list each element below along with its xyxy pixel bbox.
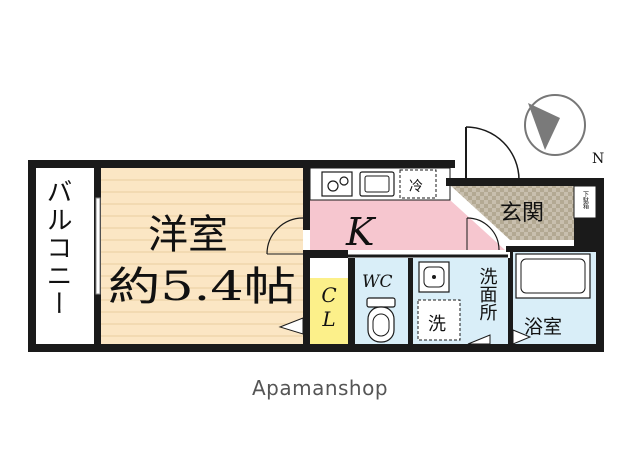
entrance-door	[465, 126, 520, 181]
kitchen-floor	[310, 200, 505, 250]
shoe-box	[573, 185, 597, 219]
bathtub-icon	[515, 253, 591, 299]
washbasin-icon	[418, 261, 450, 293]
washroom-door	[467, 334, 491, 345]
balcony-window	[95, 197, 101, 295]
toilet-label: WC	[362, 272, 392, 292]
kitchen-label: K	[345, 210, 377, 254]
western-room-door	[266, 217, 304, 255]
toilet-icon	[366, 297, 396, 343]
shoe-box-label: 下駄箱	[582, 191, 589, 210]
sink-icon	[359, 171, 395, 197]
bathroom-door	[512, 329, 532, 345]
refrigerator-label: 冷	[409, 179, 423, 195]
balcony-area	[36, 168, 94, 344]
bathroom-label: 浴室	[524, 316, 562, 338]
stove-icon	[321, 171, 353, 197]
western-room-size-label: 約5.4帖	[108, 264, 296, 310]
washer-space	[417, 299, 461, 341]
closet-label: CL	[317, 283, 341, 331]
balcony-label: バルコニー	[42, 178, 72, 318]
washroom-label: 洗面所	[477, 267, 498, 321]
washer-label: 洗	[428, 314, 446, 335]
watermark-logo: Apamanshop	[251, 376, 389, 400]
western-room-floor-lines	[101, 179, 303, 337]
compass-north-label: N	[592, 151, 604, 167]
western-room-label: 洋室	[148, 212, 228, 258]
kitchen-door	[466, 217, 500, 251]
refrigerator-space	[399, 169, 437, 199]
entrance-label: 玄関	[500, 201, 544, 226]
compass-icon: N	[524, 94, 604, 167]
closet-door	[278, 317, 304, 335]
western-room-floor	[101, 168, 303, 344]
entrance-floor	[450, 185, 574, 240]
closet-floor	[310, 278, 348, 344]
